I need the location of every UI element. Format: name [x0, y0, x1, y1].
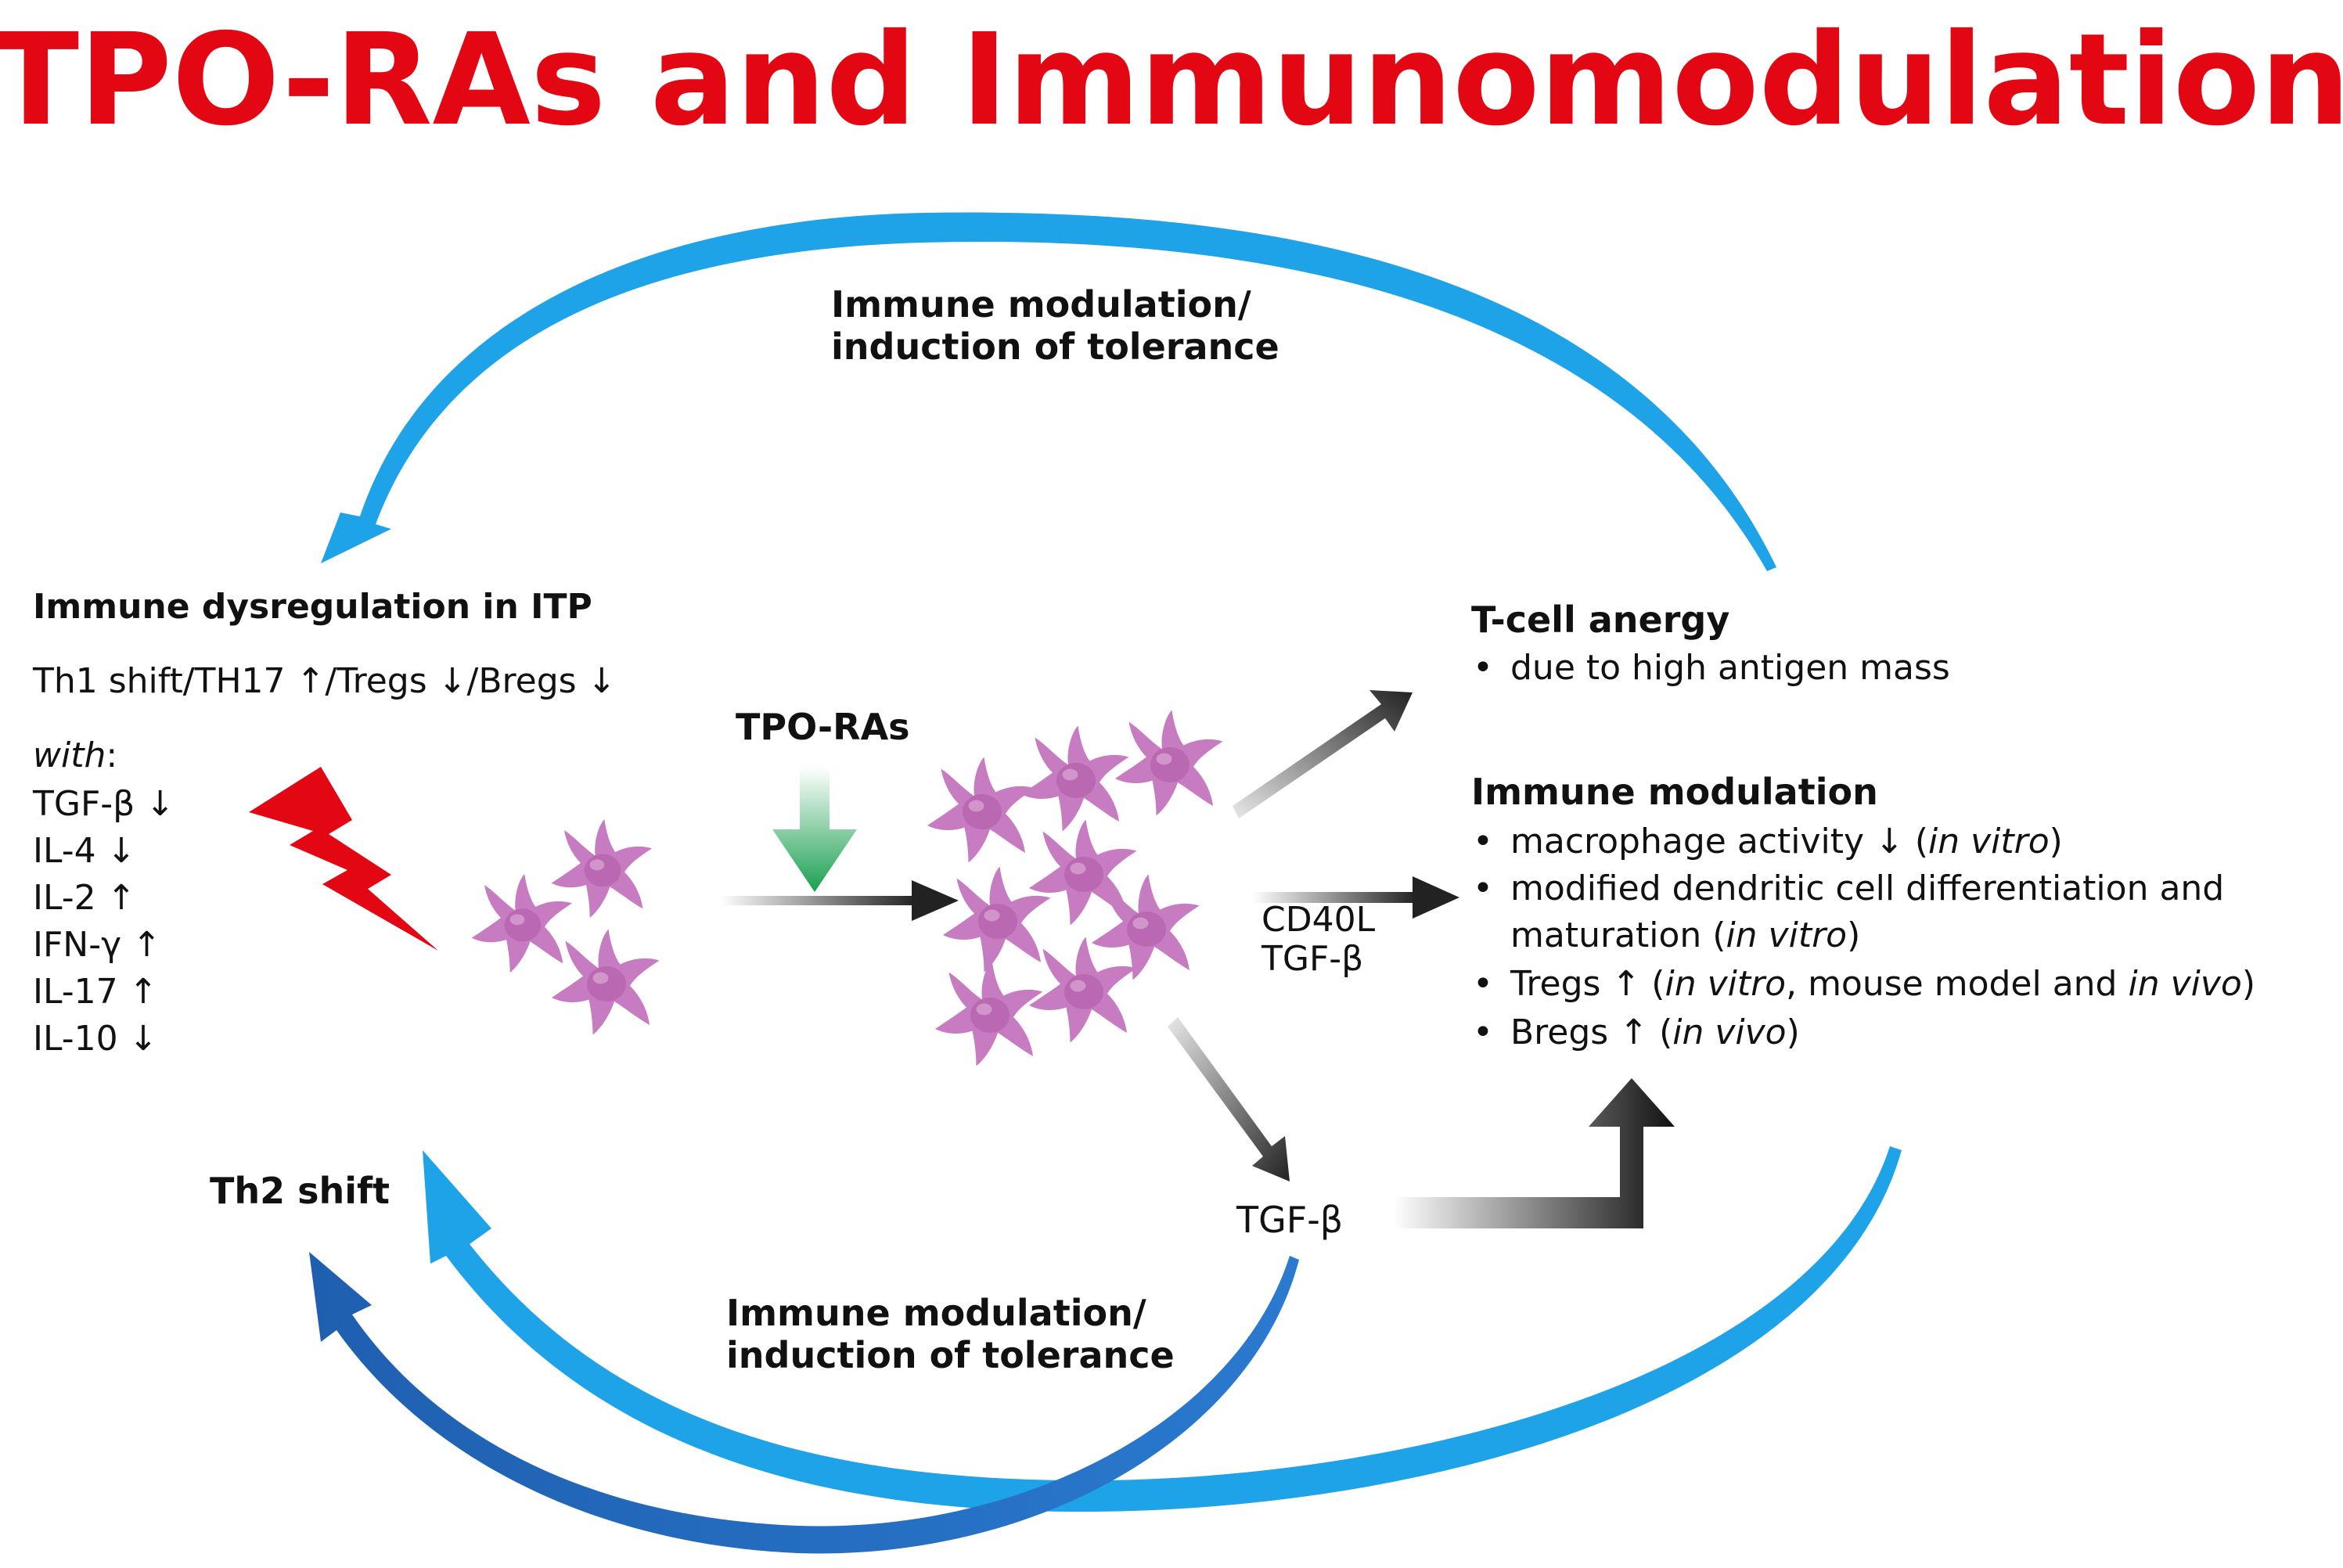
dendritic-cell-icon — [1021, 725, 1129, 832]
modulation-arrow-shaft — [1252, 892, 1416, 903]
dendritic-cell-icon — [943, 866, 1051, 973]
tgf-down-arrow — [1168, 1017, 1290, 1181]
cytokine-item: IL-10 ↓ — [33, 1019, 157, 1059]
tgf-bottom-label: TGF-β — [1236, 1199, 1343, 1241]
modulation-item: •Bregs ↑ (in vivo) — [1473, 1012, 1800, 1052]
anergy-heading: T-cell anergy — [1471, 599, 1729, 641]
left-cell-cluster — [471, 819, 660, 1035]
top-arc-arrow — [321, 212, 1776, 571]
tpo-green-arrow — [772, 767, 857, 892]
modulation-item: •macrophage activity ↓ (in vitro) — [1473, 822, 2063, 861]
bottom-arc-label: Immune modulation/ induction of toleranc… — [726, 1292, 1175, 1376]
tgf-elbow-arrow — [1393, 1078, 1675, 1228]
mediator-label: CD40L — [1261, 900, 1376, 940]
anergy-arrow — [1233, 690, 1413, 818]
modulation-item: •Tregs ↑ (in vitro, mouse model and in v… — [1473, 964, 2255, 1004]
modulation-arrow-head — [1413, 876, 1459, 919]
tpo-label: TPO-RAs — [736, 706, 910, 748]
dendritic-cell-icon — [1092, 874, 1200, 980]
modulation-heading: Immune modulation — [1471, 771, 1878, 813]
cytokine-item: IFN-γ ↑ — [33, 925, 161, 965]
right-cell-cluster — [927, 710, 1223, 1066]
bottom-arc-arrow — [423, 1146, 1902, 1512]
modulation-item: •modified dendritic cell differentiation… — [1473, 869, 2224, 908]
top-arc-label: Immune modulation/ induction of toleranc… — [831, 283, 1279, 368]
mediator-label: TGF-β — [1261, 939, 1363, 979]
cytokine-item: TGF-β ↓ — [32, 784, 175, 824]
page-title: TPO-RAs and Immunomodulation — [0, 7, 2343, 154]
dendritic-cell-icon — [471, 874, 572, 973]
th2-arc-arrow — [309, 1252, 1299, 1554]
dendritic-cell-icon — [927, 757, 1035, 863]
anergy-item: •due to high antigen mass — [1473, 648, 1950, 688]
left-with-line: with: — [33, 735, 117, 775]
cytokine-item: IL-2 ↑ — [33, 878, 135, 918]
dendritic-cell-icon — [552, 929, 660, 1035]
middle-arrow-shaft — [720, 896, 916, 905]
th2-shift-label: Th2 shift — [210, 1170, 390, 1212]
middle-arrow-head — [912, 880, 959, 921]
cytokine-item: IL-17 ↑ — [33, 972, 157, 1012]
lightning-bolt-icon — [249, 767, 438, 951]
dendritic-cell-icon — [935, 960, 1043, 1066]
dendritic-cell-icon — [1115, 710, 1223, 816]
cytokine-item: IL-4 ↓ — [33, 831, 135, 871]
left-heading: Immune dysregulation in ITP — [33, 587, 592, 627]
left-shift-line: Th1 shift/TH17 ↑/Tregs ↓/Bregs ↓ — [32, 661, 616, 701]
dendritic-cell-icon — [1029, 937, 1137, 1043]
modulation-item-cont: maturation (in vitro) — [1510, 915, 1860, 955]
